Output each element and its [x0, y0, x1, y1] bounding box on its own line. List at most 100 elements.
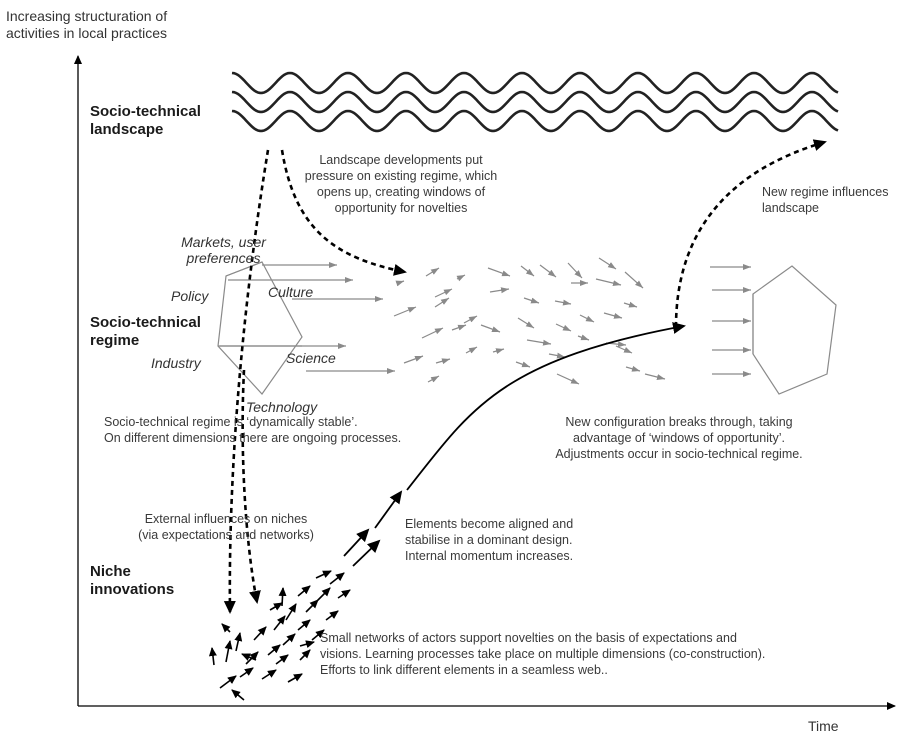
niche-arrow [275, 654, 289, 665]
annotation-stable-regime: Socio-technical regime is ‘dynamically s… [104, 415, 402, 445]
niche-arrow [315, 570, 332, 579]
regime-flow-arrow [451, 324, 467, 331]
regime-flow-arrow [624, 271, 644, 289]
regime-flow-arrow [434, 297, 450, 308]
dimension-culture: Culture [268, 284, 314, 300]
dashed-influence-arrows [223, 139, 827, 614]
regime-flow-arrow [395, 280, 405, 287]
niche-arrow [297, 619, 311, 631]
dimension-industry: Industry [151, 355, 201, 371]
niche-arrow [305, 599, 319, 613]
niche-arrow [234, 632, 243, 652]
regime-polygon-left [217, 261, 303, 395]
dimension-technology: Technology [246, 399, 318, 415]
regime-flow-arrow [435, 358, 451, 365]
niche-arrow [285, 603, 297, 621]
regime-polygon-right [752, 265, 837, 395]
regime-flow-arrow [567, 262, 583, 279]
regime-flow-arrow [403, 355, 424, 364]
niche-arrow [287, 673, 303, 683]
annotation-aligned: Elements become aligned and stabilise in… [405, 517, 574, 563]
niche-arrow [273, 615, 286, 631]
niche-arrow [282, 633, 296, 646]
regime-flow-arrow [520, 265, 535, 277]
niche-arrow [269, 602, 283, 611]
annotation-breakthrough: New configuration breaks through, taking… [555, 415, 803, 461]
niche-arrow [329, 572, 345, 585]
landscape-to-regime-arrow [280, 149, 407, 276]
regime-flow-arrow [492, 348, 505, 354]
regime-flow-arrow [615, 345, 633, 354]
breakthrough-trajectory [343, 322, 686, 567]
niche-arrow [208, 647, 217, 666]
regime-flow-arrow [598, 257, 617, 270]
regime-flow-arrow [487, 267, 511, 277]
niche-arrow [231, 689, 245, 701]
regime-flow-arrow [577, 334, 590, 341]
niche-level-label: Niche innovations [90, 563, 175, 598]
regime-flow-arrow [456, 274, 466, 282]
regime-flow-arrow [421, 327, 444, 339]
regime-flow-arrow [427, 375, 440, 383]
landscape-wave [231, 109, 839, 133]
regime-flow-arrow [539, 264, 557, 278]
regime-flow-arrow [393, 306, 417, 317]
regime-flow-arrow [526, 339, 552, 346]
regime-flow-arrow [595, 278, 622, 287]
niche-arrow [219, 675, 237, 689]
landscape-level-label: Socio-technical landscape [90, 103, 201, 138]
regime-flow-arrow [480, 324, 501, 333]
niche-arrow [311, 629, 325, 641]
niche-arrow [337, 589, 351, 599]
dimension-science: Science [286, 350, 336, 366]
axes [74, 55, 896, 710]
niche-arrow [241, 653, 257, 661]
annotation-external-influences: External influences on niches (via expec… [138, 512, 314, 542]
annotation-small-networks: Small networks of actors support novelti… [320, 631, 766, 677]
regime-level-label: Socio-technical regime [90, 314, 201, 349]
regime-flow-arrows [220, 257, 751, 385]
dimension-markets: Markets, user preferences [181, 234, 266, 266]
annotation-landscape-pressure: Landscape developments put pressure on e… [304, 153, 498, 215]
regime-flow-arrow [463, 315, 478, 324]
regime-flow-arrow [625, 365, 641, 372]
niche-arrow [299, 640, 315, 649]
niche-arrow [317, 587, 331, 601]
regime-flow-arrow [523, 297, 540, 304]
niche-arrow [325, 610, 339, 621]
regime-flow-arrow [517, 317, 535, 329]
landscape-wave [231, 90, 839, 114]
regime-flow-arrow [644, 373, 666, 380]
regime-flow-arrow [434, 288, 453, 298]
niche-arrow [261, 669, 277, 680]
regime-flow-arrow [425, 267, 440, 277]
landscape-to-niche-arrow-2 [241, 369, 261, 604]
landscape-to-niche-arrow-1 [223, 149, 270, 614]
landscape-wave [231, 71, 839, 95]
niche-arrow [239, 667, 254, 678]
regime-flow-arrow [554, 299, 572, 306]
niche-arrows [208, 570, 351, 701]
annotation-new-regime: New regime influences landscape [762, 185, 889, 215]
niche-arrow [221, 623, 231, 633]
niche-arrow [299, 649, 311, 661]
niche-arrow [297, 585, 311, 597]
regime-flow-arrow [465, 346, 478, 354]
regime-flow-arrow [556, 373, 580, 385]
x-axis-label: Time [808, 718, 839, 734]
regime-flow-arrow [623, 301, 638, 308]
regime-to-landscape-arrow [674, 139, 827, 328]
regime-flow-arrow [515, 361, 531, 368]
regime-flow-arrow [603, 312, 623, 319]
y-axis-label: Increasing structuration of activities i… [6, 8, 168, 41]
dimension-policy: Policy [171, 288, 209, 304]
regime-flow-arrow [489, 287, 510, 294]
regime-flow-arrow [548, 352, 566, 359]
landscape-waves [231, 71, 839, 133]
niche-arrow [224, 640, 233, 663]
niche-arrow [267, 644, 281, 656]
niche-arrow [253, 626, 267, 641]
regime-flow-arrow [555, 323, 572, 332]
